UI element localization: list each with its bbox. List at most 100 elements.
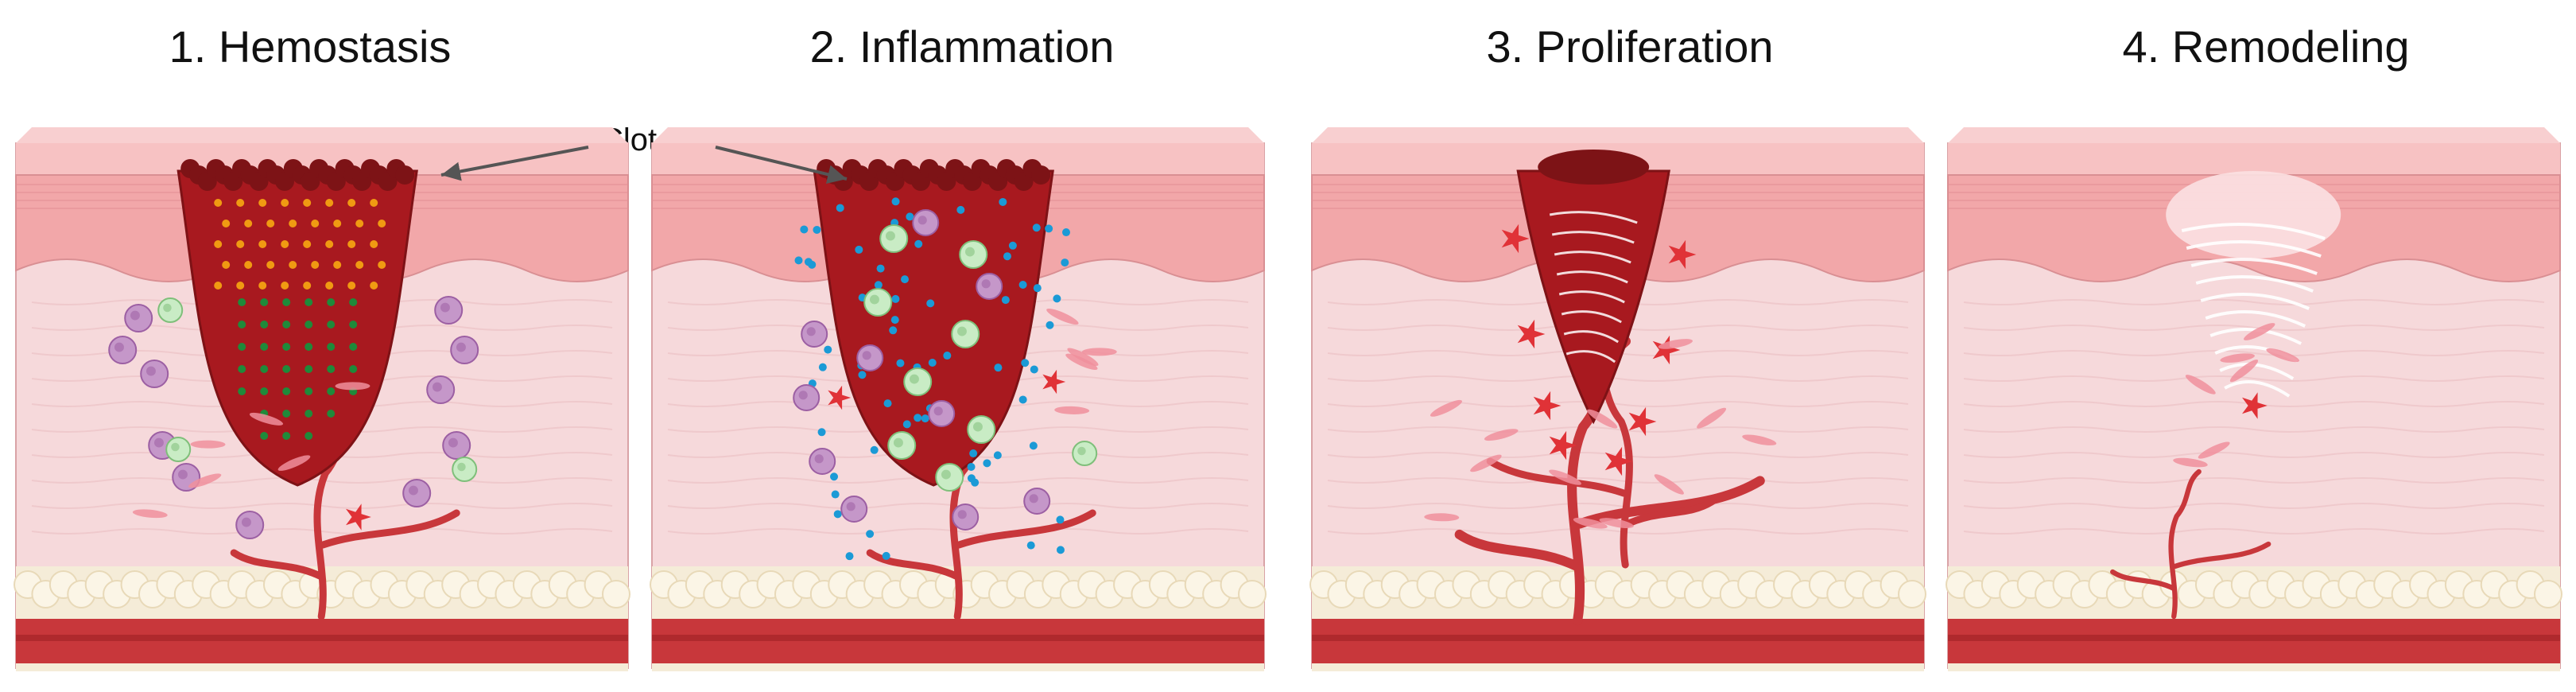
spindle-cell: [1065, 353, 1098, 370]
stage-number: 4.: [2122, 21, 2160, 72]
spindle-cell: [190, 440, 226, 449]
coagulation-factor-dot: [305, 365, 313, 373]
platelet-dot: [214, 282, 223, 290]
macrophage-cell-nucleus: [941, 469, 951, 480]
platelet-dot: [281, 240, 289, 248]
spindle-cell: [2185, 375, 2216, 395]
macrophage-cell-nucleus: [894, 437, 903, 448]
bacteria-dot: [901, 275, 910, 284]
spindle-cell: [1484, 429, 1519, 441]
leukocyte-cell-nucleus: [846, 502, 855, 511]
macrophage-cell-nucleus: [973, 422, 983, 432]
platelet-dot: [236, 282, 245, 290]
dermis-texture: [31, 528, 613, 535]
bacteria-dot: [906, 212, 914, 221]
bacteria-dot: [921, 414, 929, 423]
coagulation-factor-dot: [282, 387, 291, 395]
platelet-dot: [214, 240, 223, 248]
wound-cavity: [177, 169, 418, 487]
fibroblast-cell: [1501, 224, 1530, 254]
capillary-branch: [2110, 468, 2271, 620]
panel-remodel: [1946, 127, 2562, 671]
platelet-dot: [325, 282, 334, 290]
bacteria-dot: [1030, 365, 1038, 374]
stage-name: Remodeling: [2171, 21, 2410, 72]
coagulation-factor-dot: [238, 365, 246, 373]
bacteria-dot: [1018, 395, 1027, 404]
dermis-texture: [1963, 299, 2545, 305]
leukocyte-cell-nucleus: [806, 327, 816, 336]
dermis-texture: [1963, 426, 2545, 433]
macrophage-cell-nucleus: [1077, 446, 1086, 456]
bacteria-dot: [943, 352, 952, 360]
coagulation-factor-dot: [238, 387, 246, 395]
bacteria-dot: [882, 551, 890, 560]
spindle-cell: [1573, 517, 1608, 529]
coagulation-factor-dot: [305, 343, 313, 351]
macrophage-cell-nucleus: [171, 442, 180, 452]
coagulation-factor-dot: [349, 343, 358, 351]
bacteria-dot: [896, 359, 905, 367]
platelet-dot: [266, 261, 275, 269]
macrophage-cell-nucleus: [870, 294, 879, 305]
collagen-fiber: [2224, 380, 2291, 398]
platelet-dot: [333, 220, 342, 227]
bacteria-dot: [969, 449, 978, 458]
coagulation-factor-dot: [305, 410, 313, 418]
fibroblast-cell: [1628, 406, 1657, 437]
platelet-dot: [303, 199, 312, 207]
bacteria-dot: [1056, 546, 1065, 554]
spindle-cell: [1587, 409, 1618, 429]
collagen-fiber: [2195, 275, 2314, 293]
platelet-dot: [311, 261, 320, 269]
platelet-dot: [258, 240, 267, 248]
spindle-cell: [1470, 454, 1502, 472]
collagen-fiber: [1549, 211, 1638, 224]
bacteria-dot: [883, 399, 892, 408]
vessel-lumen: [16, 635, 628, 641]
bacteria-dot: [800, 225, 809, 234]
coagulation-factor-dot: [327, 298, 336, 306]
bacteria-dot: [831, 490, 840, 499]
collagen-fiber: [1551, 231, 1635, 244]
leukocyte-cell-nucleus: [981, 279, 991, 289]
bacteria-dot: [1021, 359, 1030, 367]
dermis-texture: [1327, 528, 1909, 535]
coagulation-factor-dot: [327, 365, 336, 373]
platelet-dot: [303, 240, 312, 248]
bacteria-dot: [817, 428, 826, 437]
dermis-texture: [31, 503, 613, 509]
spindle-cell: [1549, 469, 1581, 485]
bacteria-dot: [889, 326, 898, 335]
collagen-fiber: [1558, 290, 1625, 304]
fibroblast-cell: [1668, 239, 1697, 270]
fibroblast-cell: [1533, 391, 1562, 421]
coagulation-factor-dot: [327, 410, 336, 418]
platelet-dot: [281, 282, 289, 290]
bacteria-dot: [1029, 441, 1038, 450]
panel-prolif: [1309, 127, 1926, 671]
bacteria-dot: [813, 225, 821, 234]
stage-title-proliferation: 3. Proliferation: [1344, 11, 1916, 83]
vessel-lumen: [652, 635, 1264, 641]
clot-crust: [1031, 165, 1051, 185]
coagulation-factor-dot: [238, 343, 246, 351]
capillary-branch: [1486, 354, 1717, 569]
bacteria-dot: [858, 371, 867, 379]
coagulation-factor-dot: [282, 365, 291, 373]
coagulation-factor-dot: [260, 298, 269, 306]
spindle-cell: [132, 509, 168, 519]
macrophage-cell-nucleus: [910, 374, 919, 384]
vessel-lumen: [1312, 635, 1924, 641]
coagulation-factor-dot: [238, 321, 246, 329]
fat-cell: [1898, 580, 1926, 608]
bacteria-dot: [890, 316, 899, 325]
macrophage-cell-nucleus: [957, 326, 967, 336]
capillary-branch: [230, 406, 460, 620]
dermis-texture: [1327, 503, 1909, 509]
bacteria-dot: [1033, 284, 1042, 293]
coagulation-factor-dot: [327, 387, 336, 395]
bacteria-dot: [824, 345, 832, 354]
spindle-cell: [1430, 399, 1462, 417]
spindle-cell: [335, 382, 370, 391]
